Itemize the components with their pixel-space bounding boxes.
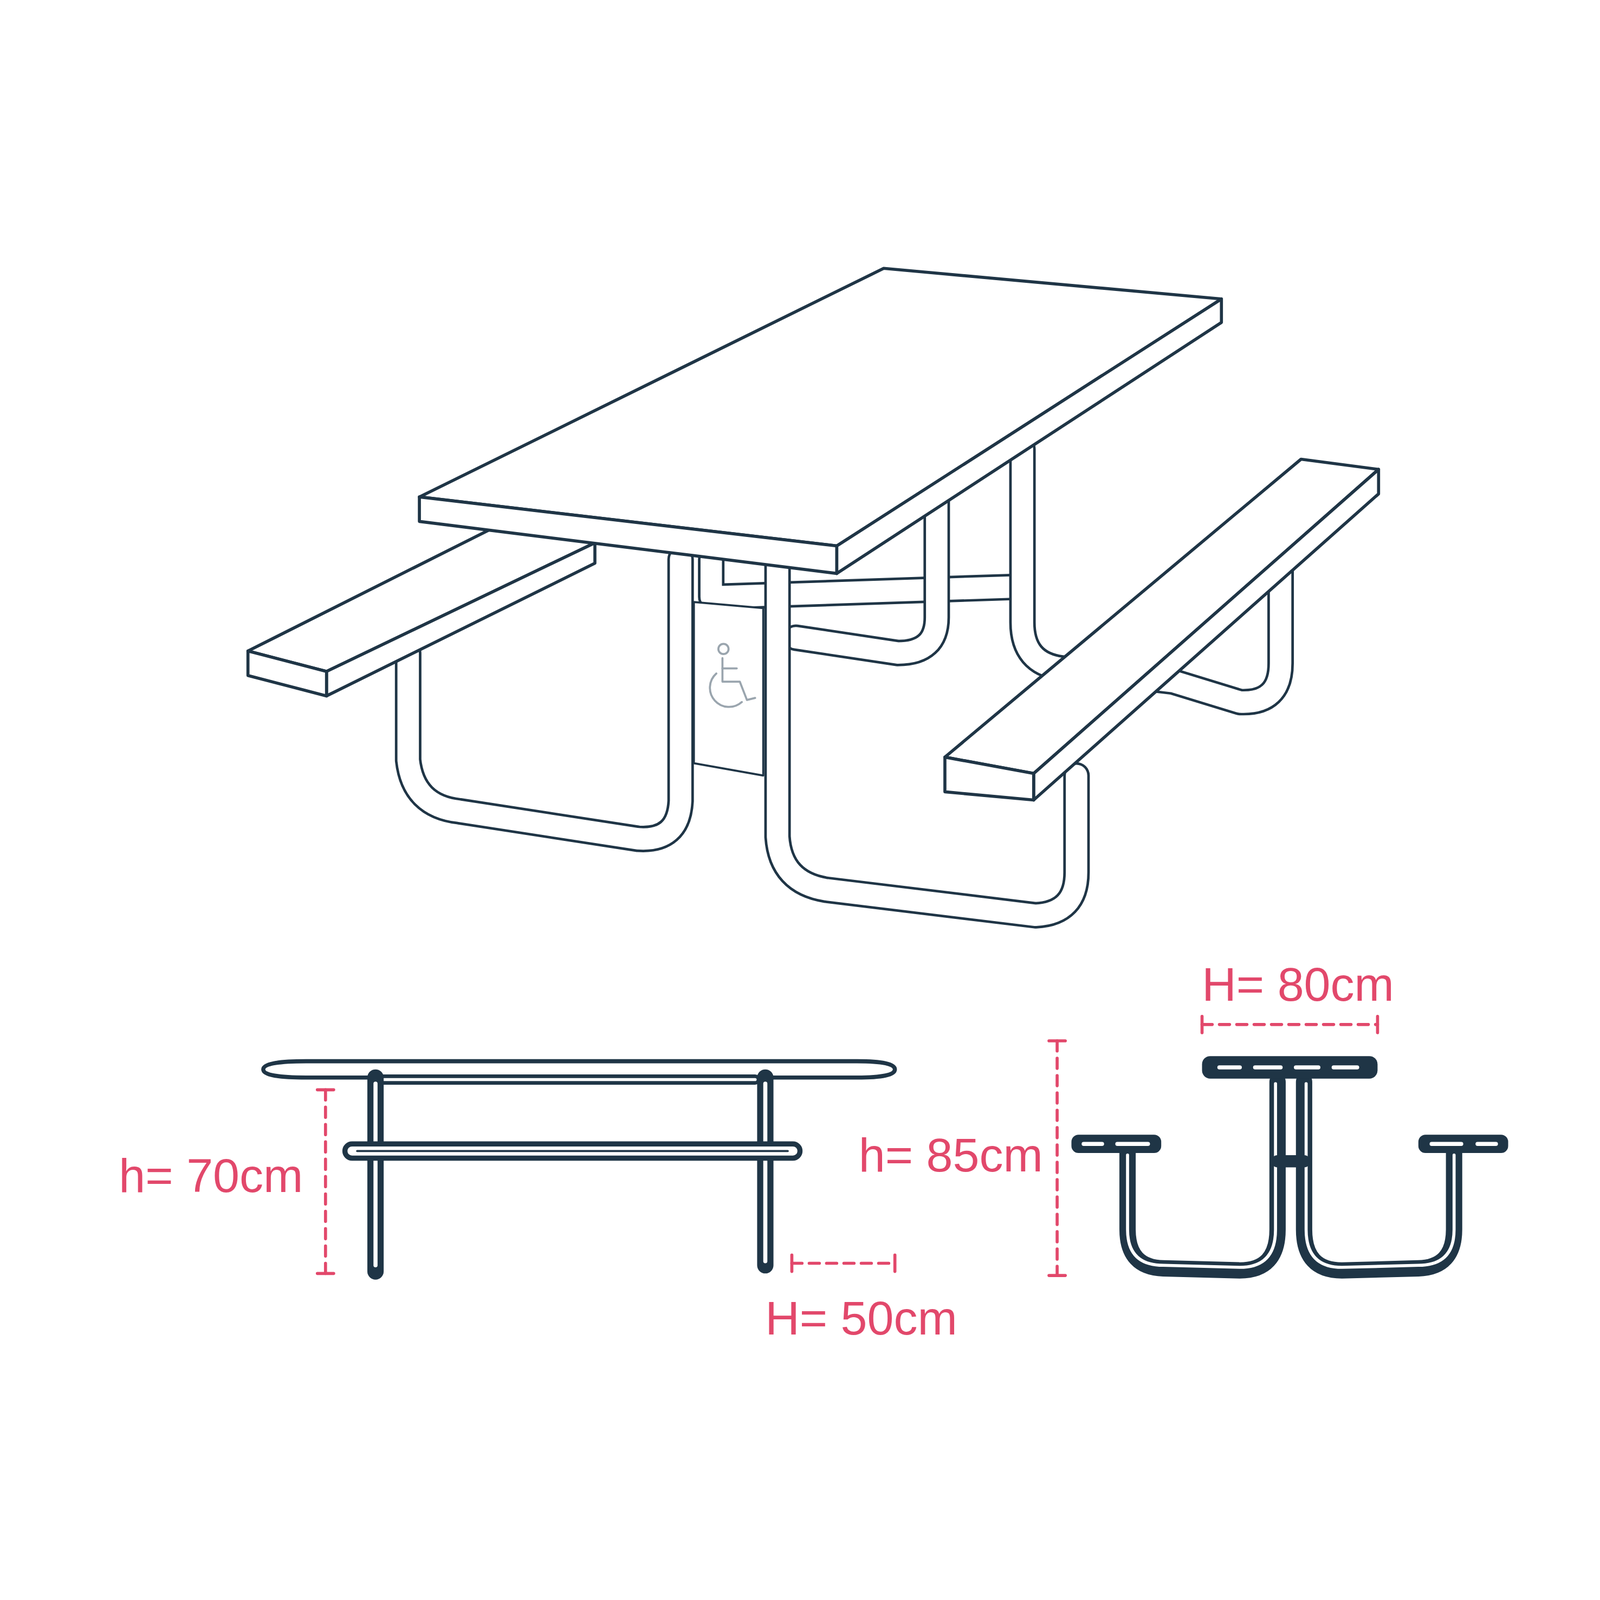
dimension-label: h= 70cm (118, 1151, 303, 1200)
dimension-label: H= 50cm (765, 1294, 958, 1343)
dimension-lines (1048, 1016, 1378, 1276)
perspective-view (248, 268, 1379, 916)
left-bench (248, 529, 595, 696)
side-view (263, 1061, 896, 1274)
wheelchair-symbol (709, 643, 755, 707)
dimension-label: h= 85cm (858, 1131, 1044, 1180)
table-top (419, 268, 1222, 574)
right-bench (944, 458, 1379, 800)
dimension-lines (317, 1089, 896, 1274)
dimension-label: H= 80cm (1201, 960, 1395, 1009)
end-view (1048, 1016, 1508, 1276)
